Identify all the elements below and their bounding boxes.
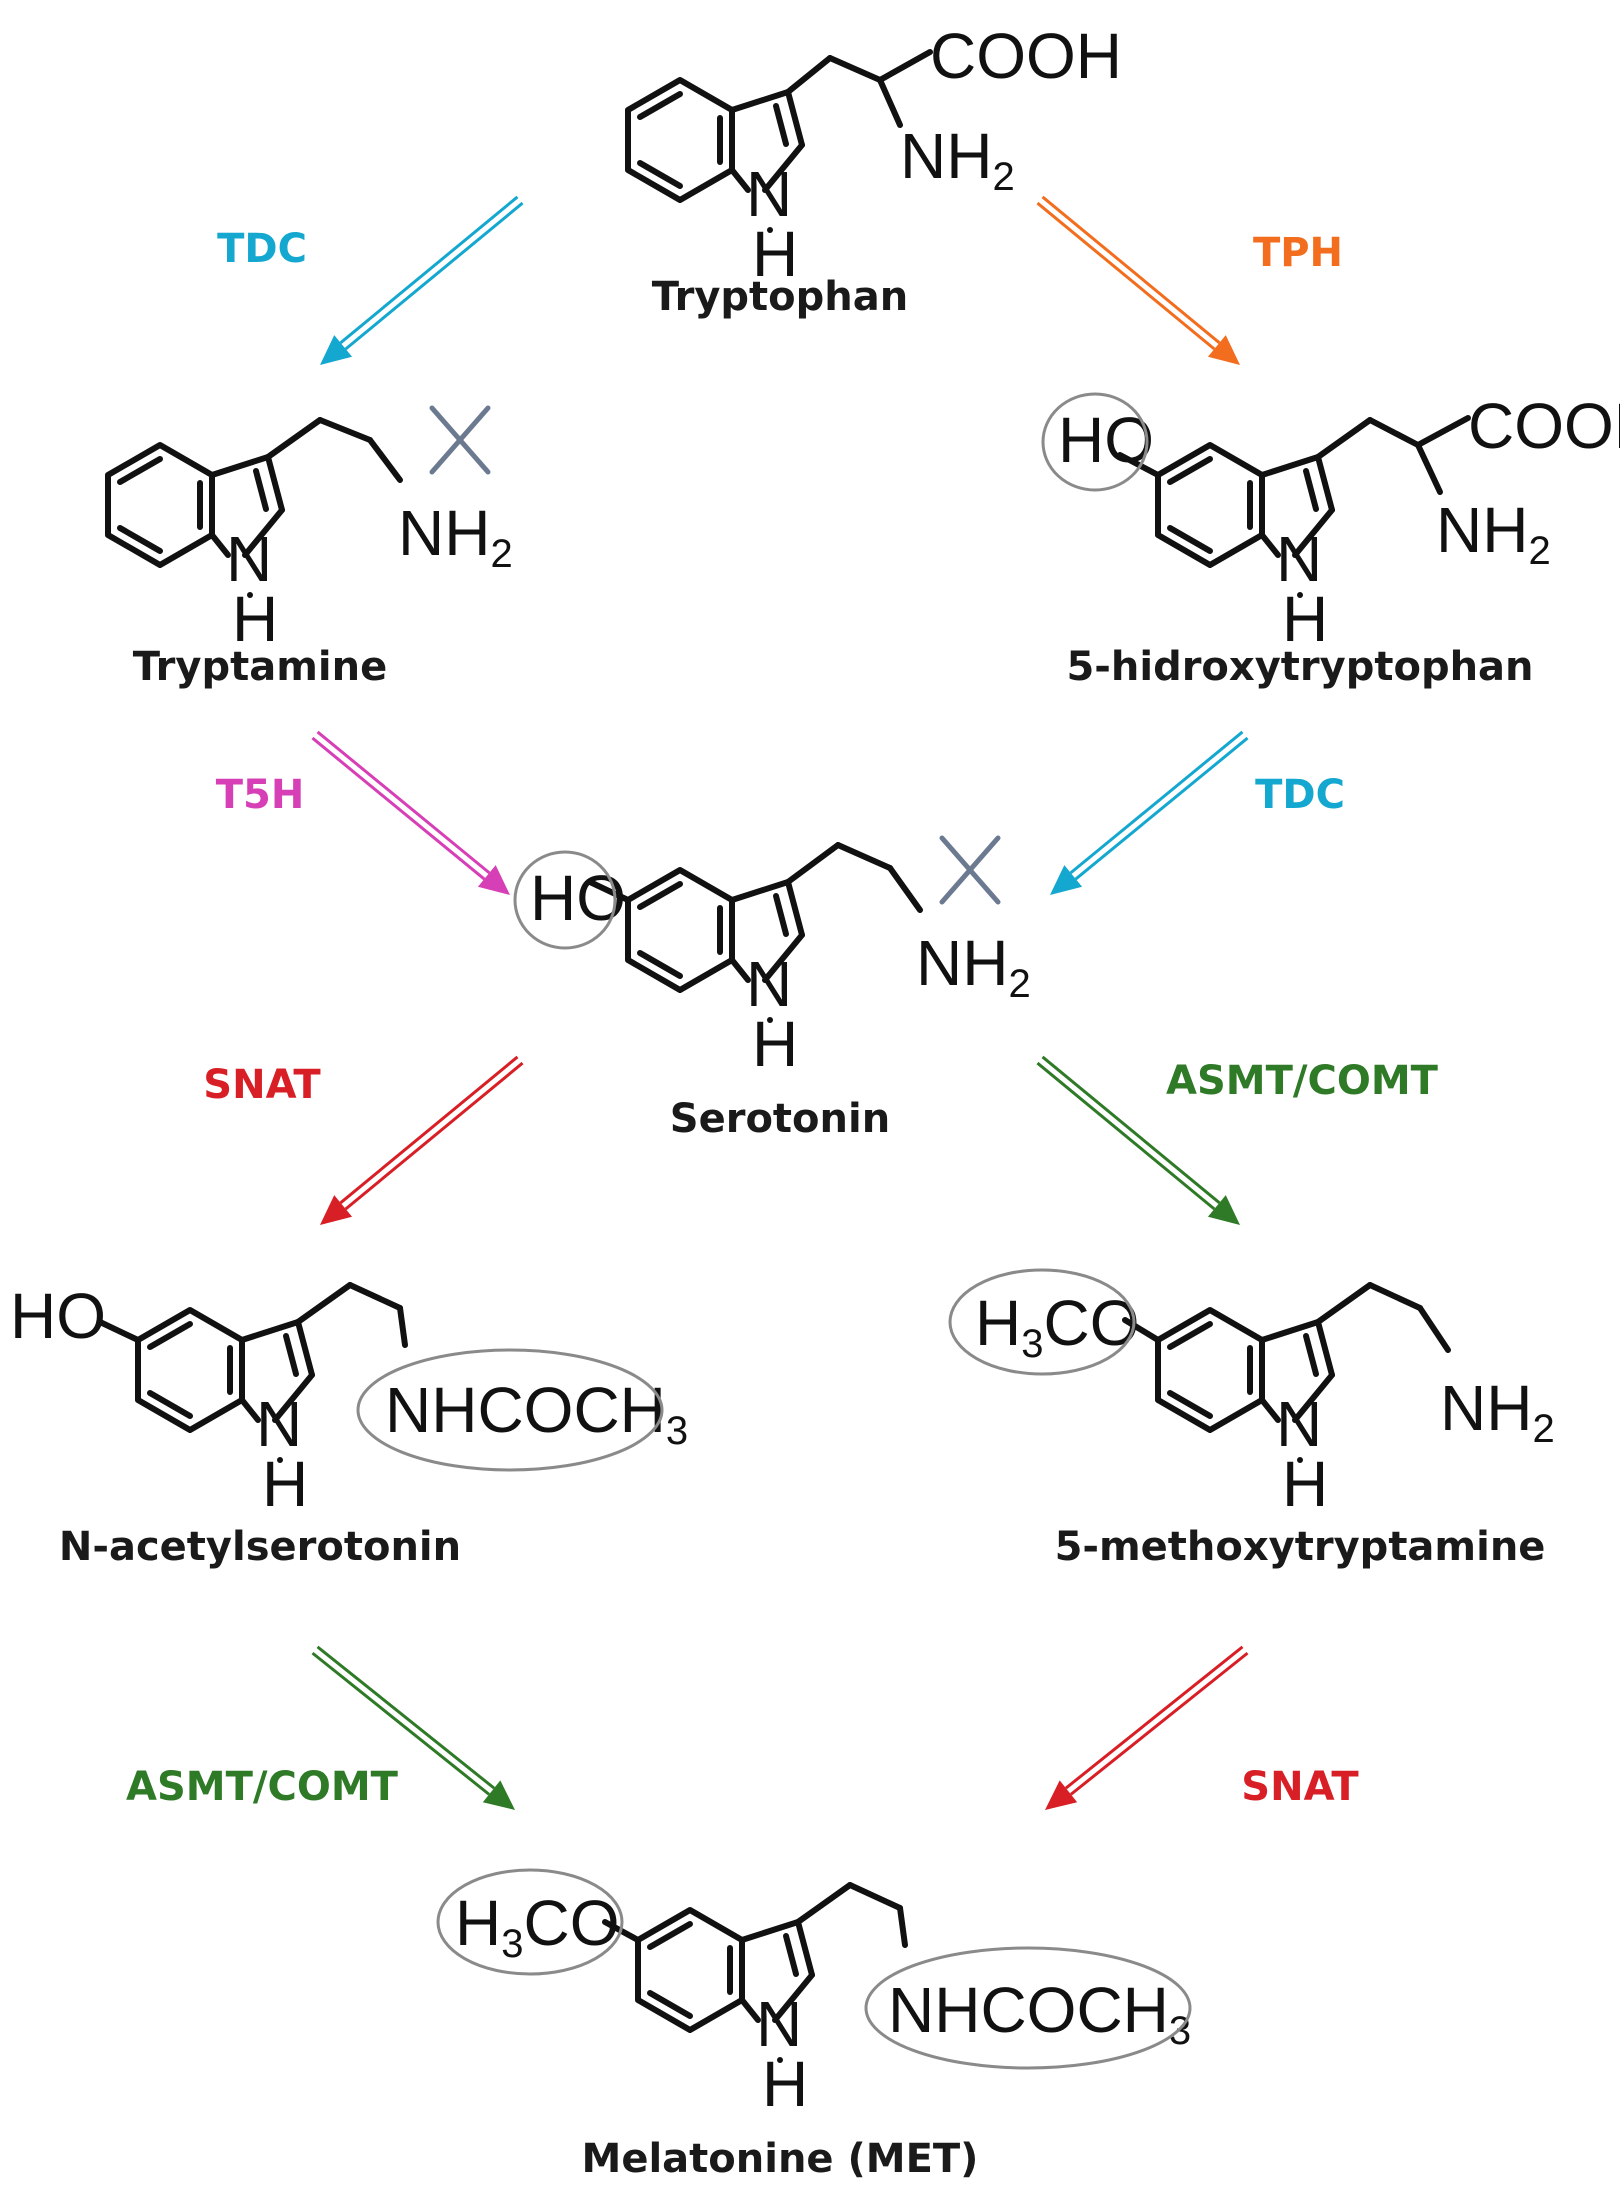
highlight-ho [1041, 392, 1149, 492]
highlight-h3co [436, 1868, 624, 1976]
bond [887, 865, 923, 913]
molecule-label-tryptamine: Tryptamine [133, 644, 387, 690]
enzyme-label-tph: TPH [1253, 230, 1343, 276]
arrow-snat-1 [320, 1055, 524, 1225]
bond [1117, 452, 1161, 478]
removed-cooh-mark [429, 405, 491, 475]
ring-hydrogen: H [1282, 583, 1328, 655]
bond [785, 842, 841, 885]
arrow-snat-2 [1045, 1645, 1249, 1810]
bond [1367, 417, 1421, 448]
bond [1315, 417, 1373, 460]
ring-nitrogen: N [756, 1988, 802, 2060]
bond [827, 55, 883, 83]
bond [1122, 1317, 1161, 1343]
bond [897, 1905, 908, 1948]
enzyme-label-snat_2: SNAT [1241, 1764, 1359, 1810]
bond [587, 879, 631, 903]
bond [1415, 442, 1443, 495]
enzyme-label-tdc_2: TDC [1255, 772, 1345, 818]
group-nhcoch3: NHCOCH3 [385, 1374, 688, 1453]
molecule-label-tryptophan: Tryptophan [652, 274, 909, 320]
bond [265, 417, 323, 460]
molecule-label-n_acetylserotonin: N-acetylserotonin [59, 1524, 461, 1570]
bond [795, 1882, 853, 1925]
molecule-5-methoxytryptamine: NH H3CO NH2 5-methoxytryptamine [948, 1268, 1555, 1570]
group-ho: HO [530, 862, 626, 934]
bond [347, 1282, 403, 1311]
group-nh2: NH2 [1440, 1372, 1555, 1451]
ring-hydrogen: H [232, 583, 278, 655]
highlight-nhcoch3 [864, 1946, 1192, 2070]
ring-nitrogen: N [746, 158, 792, 230]
bond [877, 49, 933, 83]
enzyme-label-t5h: T5H [216, 772, 305, 818]
bond [1415, 415, 1471, 448]
group-nh2: NH2 [398, 497, 513, 576]
group-ho: HO [10, 1280, 106, 1352]
group-h3co: H3CO [455, 1887, 619, 1966]
group-nh2: NH2 [1436, 494, 1551, 573]
enzyme-label-asmt_2: ASMT/COMT [126, 1764, 399, 1810]
ring-nitrogen: N [1276, 523, 1322, 595]
ring-hydrogen: H [1282, 1448, 1328, 1520]
bond [1367, 1282, 1423, 1311]
arrow-tdc-2 [1050, 730, 1249, 895]
bond [317, 417, 373, 443]
enzyme-label-tdc_1: TDC [217, 226, 307, 272]
ring-nitrogen: N [746, 948, 792, 1020]
highlight-nhcoch3 [356, 1348, 664, 1472]
bond [835, 842, 893, 871]
bond [295, 1282, 353, 1325]
ring-nitrogen: N [226, 523, 272, 595]
molecule-label-melatonine: Melatonine (MET) [582, 2136, 979, 2182]
bond [367, 437, 403, 483]
bond [877, 77, 903, 128]
bond [847, 1882, 903, 1911]
group-nh2: NH2 [900, 120, 1015, 199]
bond [397, 1305, 408, 1348]
group-nh2: NH2 [916, 927, 1031, 1006]
ring-hydrogen: H [752, 218, 798, 290]
removed-cooh-mark [939, 835, 1001, 905]
enzyme-label-asmt_1: ASMT/COMT [1166, 1058, 1439, 1104]
group-cooh: COOH [930, 20, 1122, 92]
ring-hydrogen: H [262, 1448, 308, 1520]
molecule-label-methoxytryptamine: 5-methoxytryptamine [1055, 1524, 1546, 1570]
arrow-asmt-1 [1036, 1055, 1240, 1225]
group-h3co: H3CO [975, 1287, 1139, 1366]
arrow-asmt-2 [311, 1645, 515, 1810]
bond [97, 1319, 141, 1343]
ring-nitrogen: N [256, 1388, 302, 1460]
arrow-tdc-1 [320, 195, 524, 365]
enzyme-label-snat_1: SNAT [203, 1062, 321, 1108]
highlight-h3co [948, 1268, 1136, 1376]
molecule-label-serotonin: Serotonin [670, 1096, 890, 1142]
group-cooh: COOH [1468, 390, 1620, 462]
group-nhcoch3: NHCOCH3 [888, 1974, 1191, 2053]
ring-nitrogen: N [1276, 1388, 1322, 1460]
ring-hydrogen: H [752, 1008, 798, 1080]
arrow-tph [1036, 195, 1240, 365]
molecule-label-hydroxytryptophan: 5-hidroxytryptophan [1066, 644, 1533, 690]
bond [785, 55, 833, 95]
molecule-5-hydroxytryptophan: NHHOCOOHNH25-hidroxytryptophan [1041, 390, 1620, 690]
ring-hydrogen: H [762, 2048, 808, 2120]
arrow-t5h [311, 730, 510, 895]
bond [1315, 1282, 1373, 1325]
bond [1417, 1305, 1451, 1353]
highlight-ho [513, 850, 617, 950]
